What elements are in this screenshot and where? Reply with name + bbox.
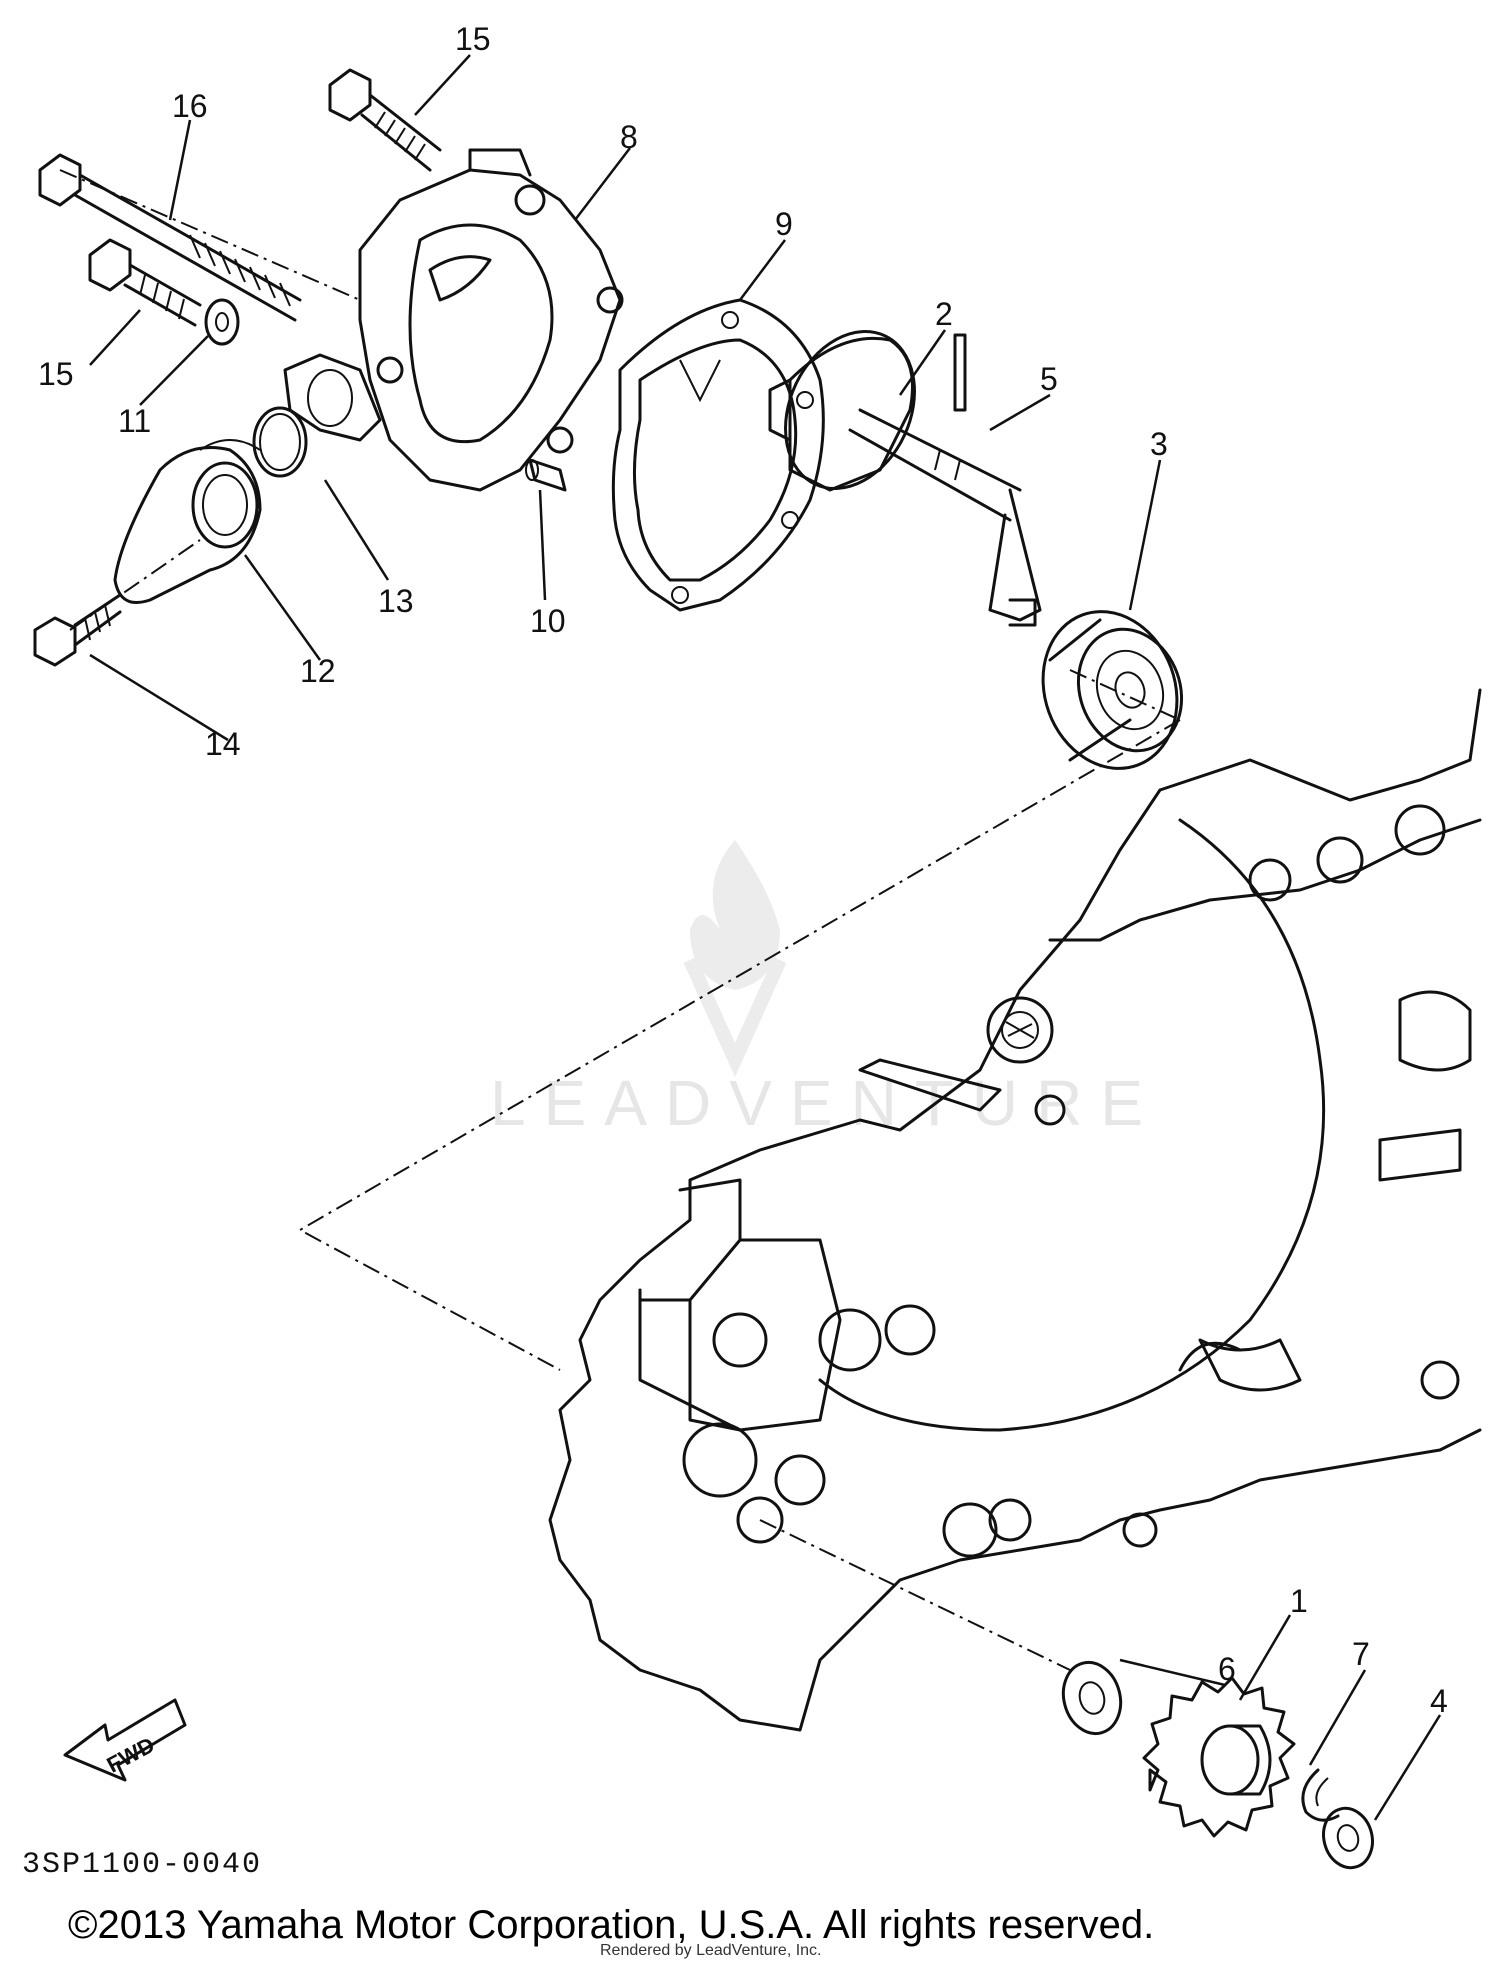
callout-2: 2 — [935, 296, 953, 332]
pin-5 — [953, 333, 967, 412]
crankcase — [548, 688, 1482, 1732]
bolt-14 — [33, 593, 122, 667]
bolt-top — [328, 68, 442, 172]
copyright-text: ©2013 Yamaha Motor Corporation, U.S.A. A… — [68, 1903, 1154, 1947]
water-pipe-elbow — [113, 439, 262, 604]
callout-13: 13 — [378, 583, 414, 619]
callout-15-left: 15 — [38, 356, 74, 392]
rendered-by-text: Rendered by LeadVenture, Inc. — [600, 1942, 822, 1959]
callout-15-top: 15 — [455, 21, 491, 57]
callout-5: 5 — [1040, 361, 1058, 397]
assembly-line-gear — [759, 1519, 1071, 1671]
impeller-gear — [1142, 1676, 1296, 1838]
callout-8: 8 — [620, 119, 638, 155]
washer-11 — [204, 298, 240, 346]
leader-lines — [89, 54, 1442, 1821]
fwd-arrow: FWD — [63, 1698, 187, 1782]
callout-14: 14 — [205, 726, 241, 762]
assembly-line-bolt16 — [59, 169, 361, 301]
callout-6: 6 — [1218, 1651, 1236, 1687]
water-pump-housing — [358, 148, 624, 492]
callout-labels: 15 16 8 9 2 5 3 15 11 13 12 10 14 6 1 7 … — [38, 21, 1448, 1719]
callout-4: 4 — [1430, 1683, 1448, 1719]
bearing — [1041, 610, 1184, 770]
callout-10: 10 — [530, 603, 566, 639]
pipe-flange — [283, 353, 382, 442]
callout-12: 12 — [300, 653, 336, 689]
gasket — [611, 298, 825, 612]
assembly-line-crank — [297, 719, 1181, 1371]
callout-16: 16 — [172, 88, 208, 124]
long-bolt — [38, 153, 302, 322]
washer-6 — [1061, 1660, 1123, 1736]
leadventure-watermark: LEADVENTURE — [490, 840, 1161, 1139]
callout-1: 1 — [1290, 1583, 1308, 1619]
diagram-code: 3SP1100-0040 — [22, 1848, 262, 1882]
callout-11: 11 — [118, 403, 151, 439]
dowel-pin — [525, 458, 567, 492]
bolt-left — [88, 238, 202, 327]
o-ring-13 — [252, 406, 308, 478]
callout-9: 9 — [775, 206, 793, 242]
washer-4 — [1322, 1806, 1374, 1870]
assembly-line-shaft — [1069, 669, 1181, 721]
watermark-text: LEADVENTURE — [490, 1067, 1161, 1139]
callout-3: 3 — [1150, 426, 1168, 462]
callout-7: 7 — [1352, 1636, 1370, 1672]
impeller-shaft — [768, 329, 1042, 627]
